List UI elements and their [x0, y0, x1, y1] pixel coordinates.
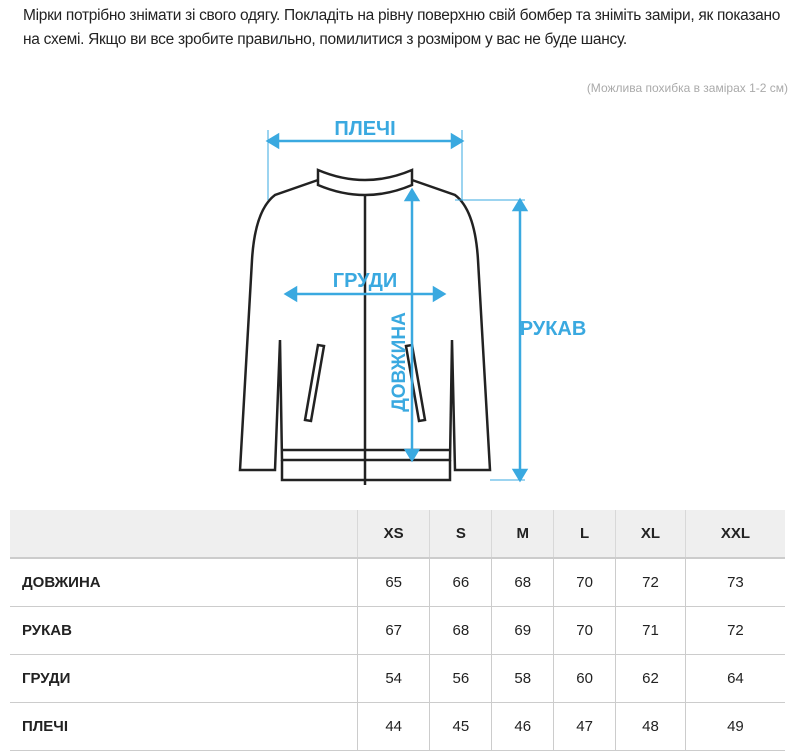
measure-cell: 67: [356, 606, 430, 655]
measure-arrows: [265, 130, 529, 483]
measure-cell: 68: [491, 558, 554, 607]
measure-cell: 44: [356, 702, 430, 751]
measure-cell: 68: [429, 606, 492, 655]
size-header-row: XS S M L XL XXL: [10, 510, 785, 559]
measure-cell: 64: [684, 654, 785, 703]
size-header: L: [553, 510, 616, 559]
size-header: XS: [356, 510, 430, 559]
measure-cell: 48: [615, 702, 686, 751]
tolerance-note: (Можлива похибка в замірах 1-2 см): [586, 81, 788, 95]
row-label: ДОВЖИНА: [10, 558, 358, 607]
measure-cell: 56: [429, 654, 492, 703]
row-label: ГРУДИ: [10, 654, 358, 703]
measure-cell: 60: [553, 654, 616, 703]
measure-cell: 54: [356, 654, 430, 703]
row-label: ПЛЕЧІ: [10, 702, 358, 751]
shoulders-label: ПЛЕЧІ: [334, 118, 395, 140]
measure-cell: 45: [429, 702, 492, 751]
measure-cell: 62: [615, 654, 686, 703]
length-label: ДОВЖИНА: [389, 312, 410, 412]
measure-cell: 72: [615, 558, 686, 607]
jacket-outline: [238, 168, 492, 485]
measure-cell: 58: [491, 654, 554, 703]
row-label: РУКАВ: [10, 606, 358, 655]
intro-text: Мірки потрібно знімати зі свого одягу. П…: [23, 7, 781, 48]
size-header: XXL: [684, 510, 785, 559]
measure-cell: 73: [684, 558, 785, 607]
size-header: XL: [615, 510, 686, 559]
chest-label: ГРУДИ: [333, 270, 397, 292]
measure-cell: 71: [615, 606, 686, 655]
measure-cell: 70: [553, 558, 616, 607]
measure-cell: 69: [491, 606, 554, 655]
measure-cell: 65: [356, 558, 430, 607]
jacket-diagram: ПЛЕЧІ ГРУДИ РУКАВ ДОВЖИНА: [238, 118, 587, 485]
sleeve-label: РУКАВ: [520, 318, 587, 340]
size-header: M: [491, 510, 554, 559]
measure-cell: 46: [491, 702, 554, 751]
measure-cell: 66: [429, 558, 492, 607]
measure-cell: 49: [684, 702, 785, 751]
size-header: S: [429, 510, 492, 559]
measure-cell: 70: [553, 606, 616, 655]
measure-cell: 47: [553, 702, 616, 751]
measure-cell: 72: [684, 606, 785, 655]
